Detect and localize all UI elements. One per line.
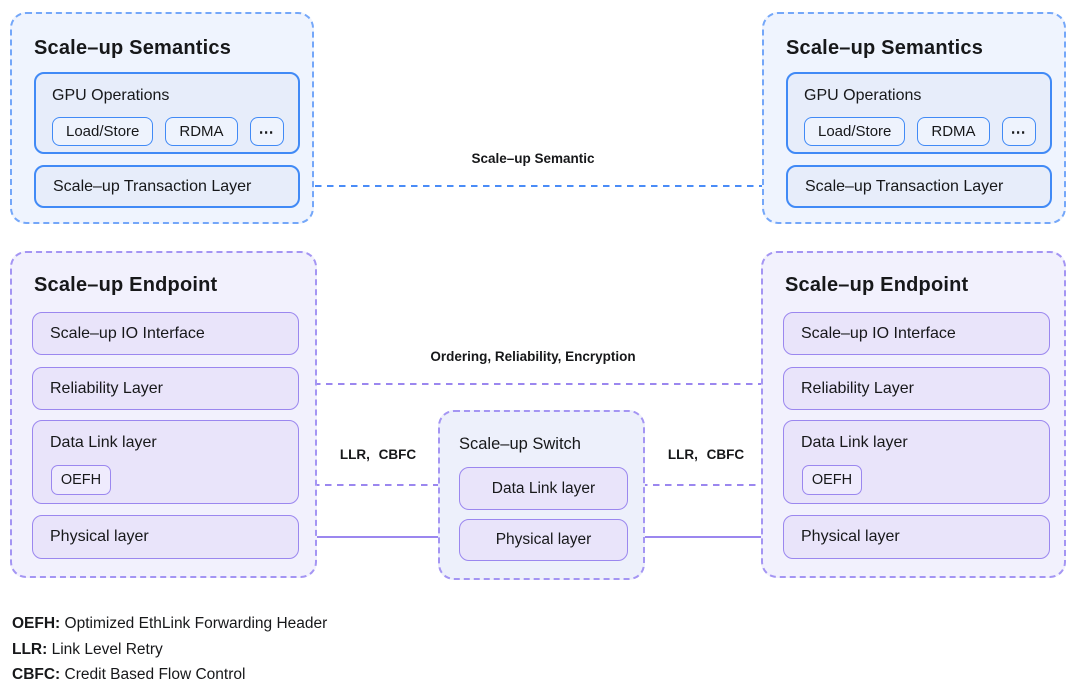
gpu-operations-panel: GPU Operations Load/Store RDMA ⋯ — [34, 72, 300, 154]
gpu-operations-chips: Load/Store RDMA ⋯ — [804, 117, 1036, 146]
io-interface-row: Scale–up IO Interface — [783, 312, 1050, 355]
legend-term: LLR: — [12, 640, 48, 658]
transaction-layer-box: Scale–up Transaction Layer — [34, 165, 300, 208]
endpoint-title: Scale–up Endpoint — [34, 274, 218, 296]
semantic-arrow-label: Scale–up Semantic — [471, 151, 595, 166]
semantics-box-right: Scale–up Semantics GPU Operations Load/S… — [762, 12, 1066, 224]
more-operations-chip: ⋯ — [249, 117, 284, 146]
switch-physical-row: Physical layer — [459, 519, 628, 561]
data-link-row: Data Link layer OEFH — [32, 420, 299, 504]
semantics-title: Scale–up Semantics — [786, 37, 984, 59]
data-link-row: Data Link layer OEFH — [783, 420, 1050, 504]
switch-data-link-row: Data Link layer — [459, 467, 628, 510]
semantics-title: Scale–up Semantics — [34, 37, 232, 59]
llr-cbfc-right-label: LLR, CBFC — [667, 447, 745, 462]
load-store-chip: Load/Store — [804, 117, 906, 146]
switch-title: Scale–up Switch — [459, 435, 581, 453]
legend-definition: Credit Based Flow Control — [64, 666, 246, 684]
rdma-chip: RDMA — [165, 117, 238, 146]
io-interface-row: Scale–up IO Interface — [32, 312, 299, 355]
transaction-layer-box: Scale–up Transaction Layer — [786, 165, 1052, 208]
semantics-box-left: Scale–up Semantics GPU Operations Load/S… — [10, 12, 314, 224]
physical-row: Physical layer — [32, 515, 299, 559]
gpu-operations-panel: GPU Operations Load/Store RDMA ⋯ — [786, 72, 1052, 154]
reliability-row: Reliability Layer — [32, 367, 299, 410]
legend-item-llr: LLR: Link Level Retry — [12, 637, 327, 663]
physical-row: Physical layer — [783, 515, 1050, 559]
oefh-chip: OEFH — [802, 465, 862, 495]
legend: OEFH: Optimized EthLink Forwarding Heade… — [12, 611, 327, 688]
legend-term: OEFH: — [12, 615, 61, 632]
endpoint-box-left: Scale–up Endpoint Scale–up IO Interface … — [10, 251, 317, 578]
data-link-label: Data Link layer — [50, 434, 157, 451]
data-link-label: Data Link layer — [801, 434, 908, 451]
ordering-arrow-label: Ordering, Reliability, Encryption — [430, 349, 636, 364]
legend-item-cbfc: CBFC: Credit Based Flow Control — [12, 662, 327, 688]
llr-cbfc-left-label: LLR, CBFC — [339, 447, 417, 462]
gpu-operations-label: GPU Operations — [804, 87, 922, 104]
gpu-operations-chips: Load/Store RDMA ⋯ — [52, 117, 284, 146]
legend-item-oefh: OEFH: Optimized EthLink Forwarding Heade… — [12, 611, 327, 637]
reliability-row: Reliability Layer — [783, 367, 1050, 410]
more-operations-chip: ⋯ — [1001, 117, 1036, 146]
rdma-chip: RDMA — [917, 117, 990, 146]
endpoint-title: Scale–up Endpoint — [785, 274, 969, 296]
endpoint-box-right: Scale–up Endpoint Scale–up IO Interface … — [761, 251, 1066, 578]
gpu-operations-label: GPU Operations — [52, 87, 170, 104]
legend-term: CBFC: — [12, 666, 61, 684]
load-store-chip: Load/Store — [52, 117, 154, 146]
legend-definition: Optimized EthLink Forwarding Header — [64, 615, 328, 632]
legend-definition: Link Level Retry — [51, 640, 163, 658]
oefh-chip: OEFH — [51, 465, 111, 495]
switch-box: Scale–up Switch Data Link layer Physical… — [438, 410, 645, 580]
